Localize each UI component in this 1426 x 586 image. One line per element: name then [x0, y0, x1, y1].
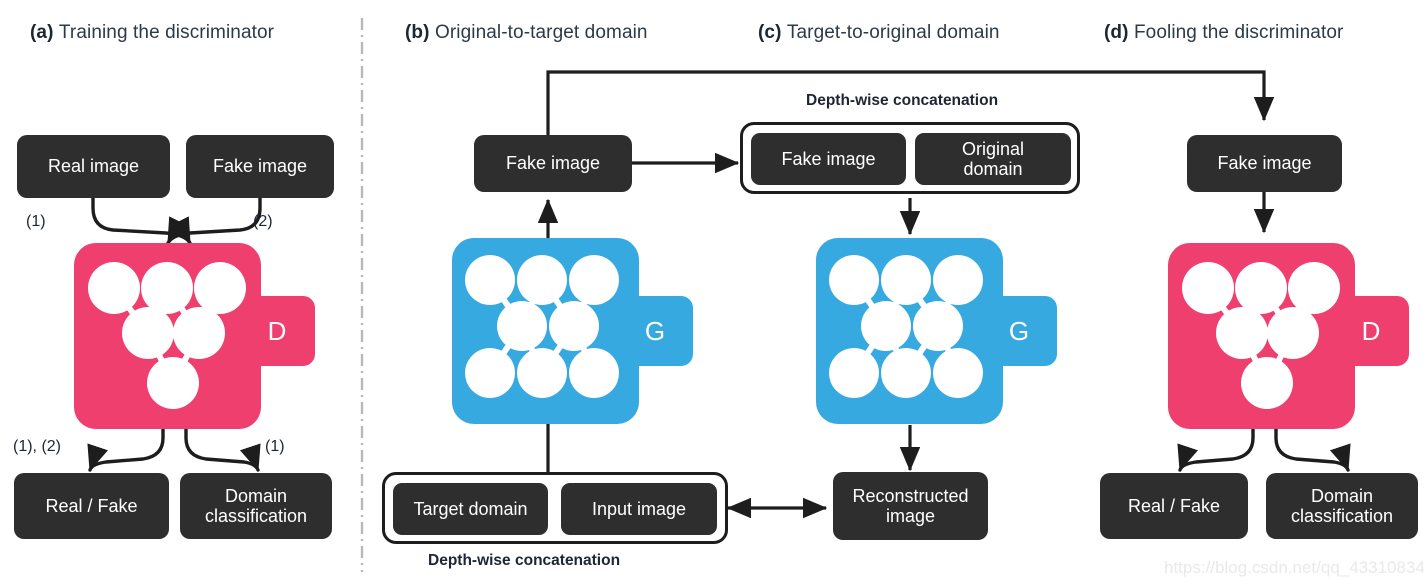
step-label-a-output-2: (1) [265, 438, 285, 456]
watermark: https://blog.csdn.net/qq_43310834 [1164, 558, 1425, 578]
box-reconstructed-image-line1: Reconstructed [852, 485, 969, 506]
panel-d-tag: (d) [1104, 22, 1134, 43]
network-node-c [829, 348, 879, 398]
box-real-fake-a-label: Real / Fake [45, 495, 138, 516]
network-node-d [1235, 262, 1287, 314]
box-original-domain-line1: Original [961, 138, 1025, 159]
box-real-image-a[interactable]: Real image [17, 135, 170, 198]
box-real-fake-d[interactable]: Real / Fake [1100, 473, 1248, 539]
network-discriminator-a[interactable]: D [74, 243, 322, 429]
panel-c-title: (c) Target-to-original domain [758, 22, 1000, 44]
step-label-a-input-2-text: (2) [253, 213, 273, 230]
network-node-c [881, 255, 931, 305]
box-real-fake-d-label: Real / Fake [1127, 495, 1221, 516]
network-node-d [1182, 262, 1234, 314]
box-domain-classification-d[interactable]: Domain classification [1266, 473, 1418, 539]
box-fake-image-c[interactable]: Fake image [751, 133, 906, 185]
panel-a-tag: (a) [30, 22, 59, 43]
network-tab-d: D [1333, 296, 1409, 366]
box-fake-image-b[interactable]: Fake image [474, 135, 632, 192]
network-node-c [881, 348, 931, 398]
panel-c-title-text: Target-to-original domain [786, 22, 1000, 43]
step-label-a-input-1-text: (1) [26, 213, 46, 230]
concat-caption-b-text: Depth-wise concatenation [428, 552, 621, 569]
network-tab-b: G [617, 296, 693, 366]
network-node-b [465, 348, 515, 398]
box-fake-image-a[interactable]: Fake image [186, 135, 334, 198]
network-letter-c: G [1008, 315, 1030, 346]
box-target-domain[interactable]: Target domain [393, 483, 548, 535]
network-node-a [194, 262, 246, 314]
network-node-d [1288, 262, 1340, 314]
box-target-domain-label: Target domain [413, 498, 528, 519]
network-letter-b: G [644, 315, 666, 346]
box-fake-image-d-label: Fake image [1217, 153, 1312, 174]
concat-caption-b: Depth-wise concatenation [428, 552, 620, 570]
panel-d-title-text: Fooling the discriminator [1133, 22, 1344, 43]
network-node-b [569, 255, 619, 305]
panel-b-title-text: Original-to-target domain [434, 22, 648, 43]
network-tab-c: G [981, 296, 1057, 366]
box-domain-classification-a-line2: classification [204, 506, 308, 526]
box-fake-image-b-label: Fake image [505, 153, 601, 174]
box-real-image-a-label: Real image [47, 156, 140, 177]
network-node-a [141, 262, 193, 314]
step-label-a-output-1: (1), (2) [13, 438, 61, 456]
network-generator-c[interactable]: G [816, 238, 1062, 424]
network-node-a [147, 357, 199, 409]
step-label-a-input-2: (2) [253, 213, 273, 231]
network-node-d [1241, 357, 1293, 409]
watermark-text: https://blog.csdn.net/qq_43310834 [1164, 558, 1425, 577]
box-fake-image-d[interactable]: Fake image [1187, 135, 1342, 192]
network-node-a [173, 307, 225, 359]
network-letter-d: D [1361, 315, 1381, 346]
panel-a-title-text: Training the discriminator [58, 22, 275, 43]
box-input-image[interactable]: Input image [561, 483, 717, 535]
step-label-a-output-1-text: (1), (2) [13, 438, 61, 455]
concat-container-c[interactable]: Fake image Original domain [740, 122, 1080, 194]
network-node-b [497, 301, 547, 351]
box-domain-classification-a-line1: Domain [224, 485, 288, 506]
network-node-c [913, 301, 963, 351]
network-node-c [829, 255, 879, 305]
concat-caption-c: Depth-wise concatenation [806, 92, 998, 110]
step-label-a-output-2-text: (1) [265, 438, 285, 455]
box-fake-image-c-label: Fake image [781, 148, 876, 169]
network-letter-a: D [267, 315, 287, 346]
concat-container-b[interactable]: Target domain Input image [382, 472, 728, 544]
box-reconstructed-image-line2: image [885, 506, 936, 526]
box-input-image-label: Input image [591, 498, 687, 519]
step-label-a-input-1: (1) [26, 213, 46, 231]
panel-a-title: (a) Training the discriminator [30, 22, 274, 44]
box-domain-classification-a[interactable]: Domain classification [180, 473, 332, 539]
box-real-fake-a[interactable]: Real / Fake [14, 473, 169, 539]
network-node-b [517, 348, 567, 398]
network-discriminator-d[interactable]: D [1168, 243, 1416, 429]
network-node-c [933, 255, 983, 305]
panel-b-title: (b) Original-to-target domain [405, 22, 648, 44]
network-node-d [1216, 307, 1268, 359]
box-fake-image-a-label: Fake image [212, 156, 308, 177]
panel-c-tag: (c) [758, 22, 787, 43]
network-node-b [465, 255, 515, 305]
network-node-b [569, 348, 619, 398]
network-tab-a: D [239, 296, 315, 366]
network-node-c [861, 301, 911, 351]
network-generator-b[interactable]: G [452, 238, 698, 424]
panel-d-title: (d) Fooling the discriminator [1104, 22, 1343, 44]
box-reconstructed-image[interactable]: Reconstructed image [833, 472, 988, 540]
network-node-a [88, 262, 140, 314]
network-node-b [549, 301, 599, 351]
network-node-a [122, 307, 174, 359]
network-node-c [933, 348, 983, 398]
network-node-d [1267, 307, 1319, 359]
concat-caption-c-text: Depth-wise concatenation [806, 92, 999, 109]
box-original-domain[interactable]: Original domain [915, 133, 1071, 185]
box-domain-classification-d-line2: classification [1290, 506, 1394, 526]
box-original-domain-line2: domain [963, 159, 1023, 179]
box-domain-classification-d-line1: Domain [1310, 485, 1374, 506]
panel-b-tag: (b) [405, 22, 435, 43]
network-node-b [517, 255, 567, 305]
